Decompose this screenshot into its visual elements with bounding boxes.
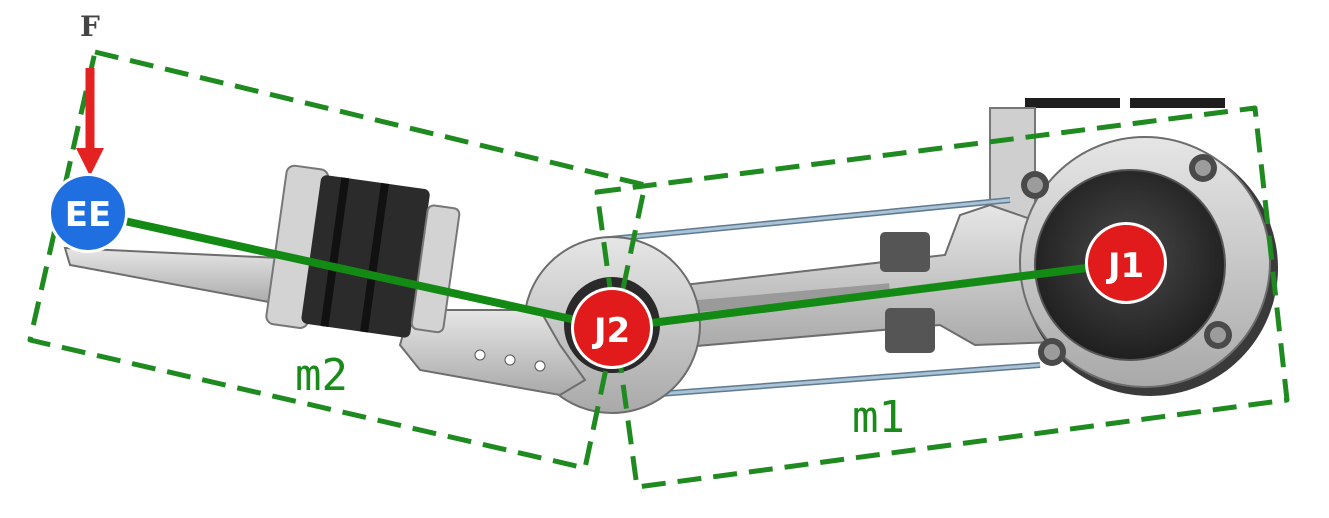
j2-label: J2 — [592, 311, 630, 351]
motor-cap — [410, 204, 461, 334]
ee-circle-fill — [51, 176, 125, 250]
force-arrow: F — [76, 10, 104, 176]
m1-outline — [594, 105, 1290, 490]
j1-circle-fill — [1088, 225, 1164, 301]
j2-circle-fill — [574, 290, 650, 366]
force-arrow-head-icon — [76, 148, 104, 176]
link-j2-j1 — [608, 259, 1130, 332]
joint-j1: J1 — [1085, 222, 1167, 304]
kinematic-links — [84, 209, 1130, 332]
m2-outline — [27, 49, 648, 471]
force-label: F — [80, 10, 100, 43]
motor-band — [320, 177, 350, 327]
screw-icon — [1027, 177, 1043, 193]
motor-band — [360, 182, 389, 333]
link2-hole — [474, 349, 486, 361]
m2-label: m2 — [295, 350, 348, 401]
screw-icon — [1044, 344, 1060, 360]
link2-hole — [504, 354, 516, 366]
motor-body — [301, 175, 430, 338]
mount-bar — [1130, 98, 1225, 108]
link1-slot — [689, 283, 891, 313]
joint-j2: J2 — [571, 287, 653, 369]
screw-icon — [1195, 160, 1211, 176]
link2-hole — [534, 360, 546, 372]
belt-upper-inner — [599, 198, 1011, 242]
j1-label: J1 — [1106, 246, 1144, 286]
screw-icon — [1210, 327, 1226, 343]
link2-motor — [265, 164, 461, 338]
end-effector-arm — [63, 246, 287, 307]
link1-mount — [885, 308, 935, 353]
link1-mount — [880, 232, 930, 272]
mount-bar — [1025, 98, 1120, 108]
mass-outlines: m2 m1 — [27, 49, 1290, 490]
m1-label: m1 — [852, 392, 905, 443]
ee-label: EE — [65, 195, 111, 235]
link-ee-j2 — [84, 209, 616, 332]
j1-screws — [1021, 154, 1232, 366]
joint-ee: EE — [48, 173, 128, 253]
